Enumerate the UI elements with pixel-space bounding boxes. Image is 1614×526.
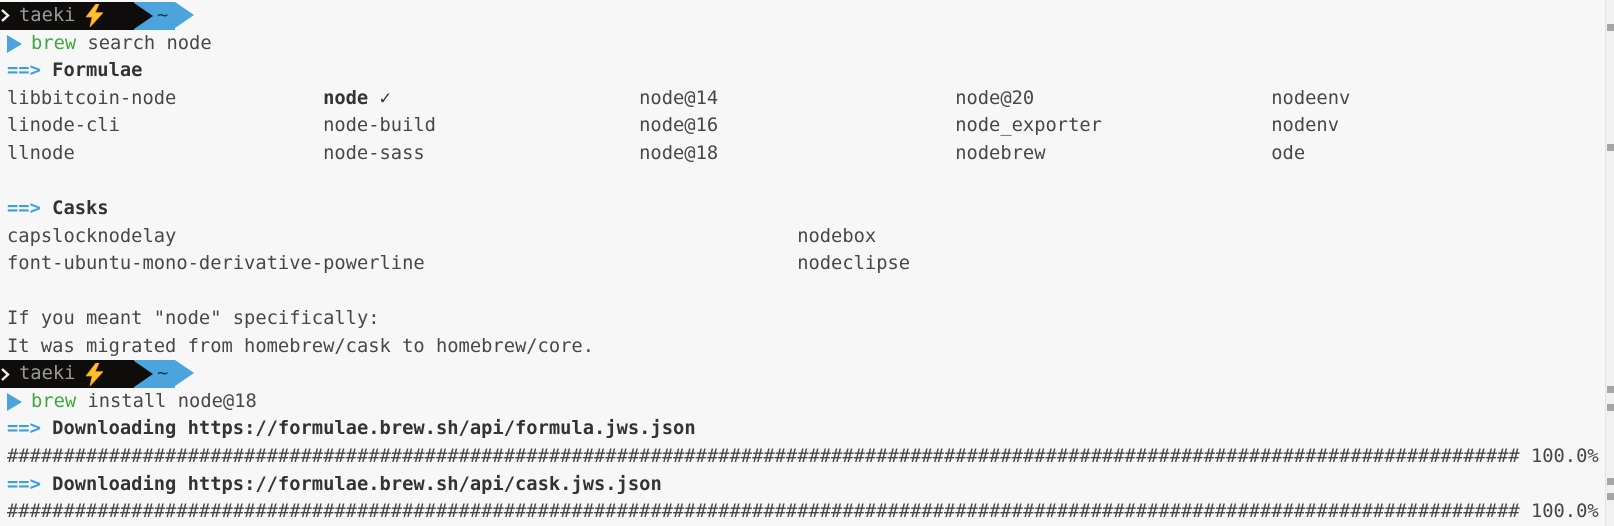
section-arrow: ==> bbox=[7, 60, 41, 82]
formulae-row: linode-cli node-build node@16 node_expor… bbox=[7, 112, 1605, 140]
formula-name: nodebrew bbox=[955, 142, 1046, 164]
command-args: install node@18 bbox=[76, 390, 257, 412]
section-header-formulae: ==> Formulae bbox=[7, 57, 1605, 85]
prompt-segment-user: taeki bbox=[0, 360, 134, 388]
formulae-row: libbitcoin-node node ✓ node@14 node@20 n… bbox=[7, 85, 1605, 113]
cask-name: capslocknodelay bbox=[7, 225, 177, 247]
note-line: It was migrated from homebrew/cask to ho… bbox=[7, 335, 594, 357]
section-title: Casks bbox=[52, 197, 109, 219]
command-args: search node bbox=[76, 32, 212, 54]
download-line: ==> Downloading https://formulae.brew.sh/a… bbox=[7, 471, 1605, 499]
cask-name: font-ubuntu-mono-derivative-powerline bbox=[7, 253, 425, 275]
progress-percent: 100.0% bbox=[1530, 501, 1599, 523]
command-line-install: brew install node@18 bbox=[7, 388, 1605, 416]
prompt-segment-cwd: ~ bbox=[134, 360, 176, 388]
cask-name: nodebox bbox=[797, 225, 877, 247]
download-url: https://formulae.brew.sh/api/cask.jws.js… bbox=[187, 473, 662, 495]
prompt-segment-cwd: ~ bbox=[134, 2, 176, 30]
progress-bar: ########################################… bbox=[7, 446, 1520, 467]
section-header-casks: ==> Casks bbox=[7, 195, 1605, 223]
section-arrow: ==> bbox=[7, 418, 41, 440]
lightning-bolt-icon bbox=[86, 4, 104, 28]
prompt-cwd: ~ bbox=[157, 5, 169, 26]
casks-row: font-ubuntu-mono-derivative-powerline no… bbox=[7, 250, 1605, 278]
formula-name: node@20 bbox=[955, 87, 1035, 109]
prompt-cwd: ~ bbox=[157, 363, 169, 385]
prompt-arrow-icon bbox=[7, 392, 22, 411]
progress-line: ########################################… bbox=[7, 443, 1605, 471]
download-line: ==> Downloading https://formulae.brew.sh/a… bbox=[7, 415, 1605, 443]
section-arrow: ==> bbox=[7, 197, 41, 219]
formulae-row: llnode node-sass node@18 nodebrew ode bbox=[7, 140, 1605, 168]
prompt-segment-user: taeki bbox=[0, 2, 134, 30]
formula-name: nodenv bbox=[1271, 115, 1339, 137]
formula-name: node-build bbox=[323, 115, 436, 137]
formula-name: node-sass bbox=[323, 142, 425, 164]
section-arrow: ==> bbox=[7, 473, 41, 495]
scrollbar-command-mark bbox=[1607, 478, 1614, 485]
prompt-bar: taeki ~ bbox=[0, 360, 1605, 388]
chevron-right-icon bbox=[1, 367, 10, 381]
scrollbar-command-mark bbox=[1607, 144, 1614, 151]
command-program: brew bbox=[31, 390, 77, 412]
scrollbar-command-mark bbox=[1607, 24, 1614, 31]
formula-name: linode-cli bbox=[7, 115, 120, 137]
chevron-right-icon bbox=[1, 9, 10, 23]
formula-name: nodeenv bbox=[1271, 87, 1351, 109]
blank-line bbox=[7, 278, 1605, 306]
formula-name: ode bbox=[1271, 142, 1306, 164]
powerline-separator-icon bbox=[175, 360, 195, 387]
progress-line: ########################################… bbox=[7, 498, 1605, 526]
download-label: Downloading bbox=[52, 418, 177, 440]
scrollbar[interactable] bbox=[1605, 0, 1614, 526]
powerline-separator-icon bbox=[134, 361, 153, 388]
scrollbar-command-mark bbox=[1607, 493, 1614, 500]
command-program: brew bbox=[31, 32, 77, 54]
lightning-bolt-icon bbox=[86, 362, 104, 386]
formula-name: node@14 bbox=[639, 87, 719, 109]
powerline-separator-icon bbox=[175, 2, 195, 28]
scrollbar-command-mark bbox=[1607, 386, 1614, 393]
download-url: https://formulae.brew.sh/api/formula.jws… bbox=[187, 418, 696, 440]
progress-bar: ########################################… bbox=[7, 501, 1520, 523]
formula-name: llnode bbox=[7, 142, 75, 164]
progress-percent: 100.0% bbox=[1530, 446, 1599, 467]
prompt-arrow-icon bbox=[7, 34, 22, 53]
formula-name: libbitcoin-node bbox=[7, 87, 177, 109]
powerline-separator-icon bbox=[134, 2, 153, 29]
download-label: Downloading bbox=[52, 473, 177, 495]
note-line: If you meant "node" specifically: bbox=[7, 308, 380, 330]
formula-name-installed: node ✓ bbox=[323, 87, 391, 109]
blank-line bbox=[7, 167, 1605, 195]
formula-name: node_exporter bbox=[955, 115, 1102, 137]
formula-name: node@18 bbox=[639, 142, 719, 164]
section-title: Formulae bbox=[52, 60, 143, 82]
prompt-username: taeki bbox=[19, 5, 76, 26]
cask-name: nodeclipse bbox=[797, 253, 911, 275]
prompt-bar: taeki ~ bbox=[0, 2, 1605, 30]
formula-name: node@16 bbox=[639, 115, 719, 137]
command-line-search: brew search node bbox=[7, 30, 1605, 58]
prompt-username: taeki bbox=[19, 363, 76, 385]
scrollbar-command-mark bbox=[1607, 404, 1614, 411]
casks-row: capslocknodelay nodebox bbox=[7, 223, 1605, 251]
